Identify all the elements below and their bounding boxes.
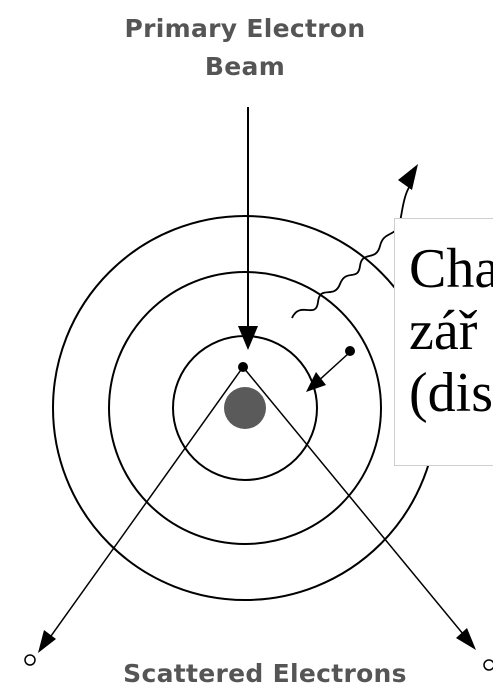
scattered-electron-path-right [242,366,469,641]
scattered-electron-arrowhead-left [38,630,56,653]
scattered-electron-right [483,659,493,671]
scattered-electron-arrowhead-right [456,628,476,650]
callout-line-2: zář [409,300,478,362]
middle-electron-shell [108,271,382,545]
electron-transition-arrow [315,352,350,384]
emitted-xray-wave [291,185,411,319]
electron-transition-arrowhead [306,372,326,392]
primary-beam-label-line2: Beam [204,52,286,81]
callout-line-3: (dis [409,362,493,424]
primary-beam-label-line1: Primary Electron [124,14,366,43]
characteristic-radiation-callout: Cha zář (dis [394,218,493,466]
nucleus [224,387,266,429]
primary-beam-arrowhead [238,326,258,350]
scattered-electron-path-left [45,366,244,644]
scattered-electrons-label: Scattered Electrons [123,659,407,688]
scattered-electron-left [24,654,36,666]
emitted-xray-arrowhead [398,164,418,190]
primary-electron-beam-label: Primary Electron Beam [100,10,390,86]
callout-line-1: Cha [409,238,493,300]
